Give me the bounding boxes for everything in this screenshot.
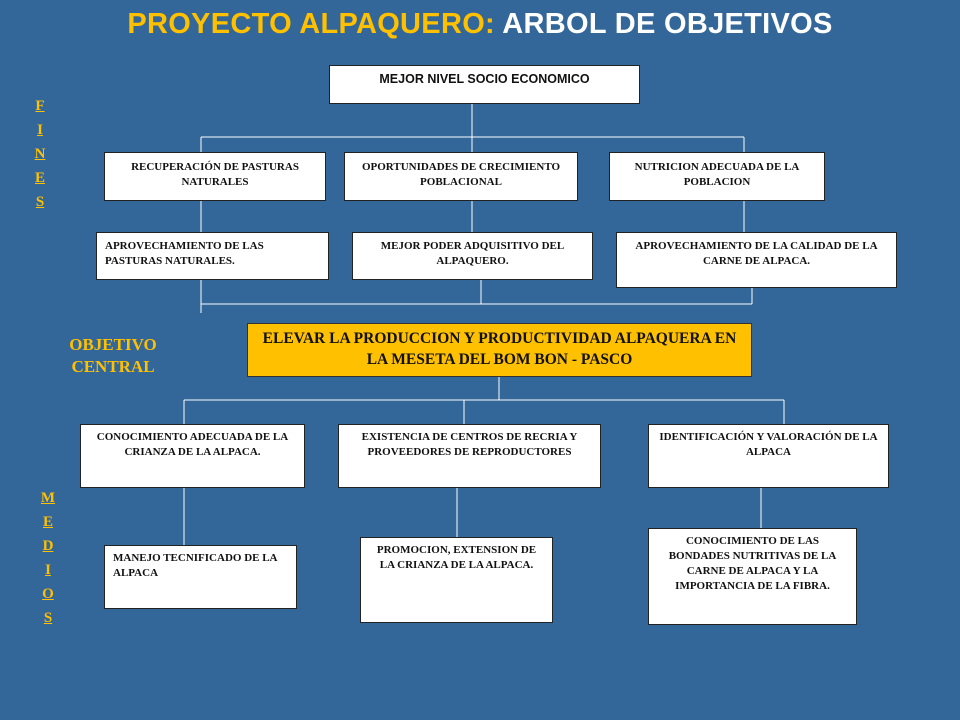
medios-label: M E D I O S <box>38 486 58 630</box>
medio-box: EXISTENCIA DE CENTROS DE RECRIA Y PROVEE… <box>338 424 601 488</box>
title-project: PROYECTO ALPAQUERO: <box>127 8 496 40</box>
medios-letter: E <box>42 514 53 530</box>
fin-box: APROVECHAMIENTO DE LAS PASTURAS NATURALE… <box>96 232 329 280</box>
fines-letter: S <box>35 194 45 210</box>
fin-box: APROVECHAMIENTO DE LA CALIDAD DE LA CARN… <box>616 232 897 288</box>
fines-letter: I <box>37 122 43 138</box>
medio-box: CONOCIMIENTO DE LAS BONDADES NUTRITIVAS … <box>648 528 857 625</box>
fin-box: MEJOR PODER ADQUISITIVO DEL ALPAQUERO. <box>352 232 593 280</box>
fin-box: OPORTUNIDADES DE CRECIMIENTO POBLACIONAL <box>344 152 578 201</box>
fin-top-box: MEJOR NIVEL SOCIO ECONOMICO <box>329 65 640 104</box>
fines-letter: N <box>34 146 46 162</box>
medio-box: PROMOCION, EXTENSION DE LA CRIANZA DE LA… <box>360 537 553 623</box>
medio-box: CONOCIMIENTO ADECUADA DE LA CRIANZA DE L… <box>80 424 305 488</box>
medios-letter: O <box>42 586 54 602</box>
title-subject: ARBOL DE OBJETIVOS <box>502 8 833 40</box>
medio-box: MANEJO TECNIFICADO DE LA ALPACA <box>104 545 297 609</box>
fin-box: NUTRICION ADECUADA DE LA POBLACION <box>609 152 825 201</box>
fines-letter: E <box>34 170 45 186</box>
medios-letter: S <box>43 610 53 626</box>
medios-letter: M <box>40 490 56 506</box>
fin-box: RECUPERACIÓN DE PASTURAS NATURALES <box>104 152 326 201</box>
fines-label: F I N E S <box>30 94 50 214</box>
fines-letter: F <box>35 98 45 114</box>
page-title: PROYECTO ALPAQUERO: ARBOL DE OBJETIVOS <box>0 8 960 41</box>
medios-letter: I <box>45 562 51 578</box>
medio-box: IDENTIFICACIÓN Y VALORACIÓN DE LA ALPACA <box>648 424 889 488</box>
medios-letter: D <box>42 538 54 554</box>
objetivo-central-box: ELEVAR LA PRODUCCION Y PRODUCTIVIDAD ALP… <box>247 323 752 377</box>
objetivo-central-label: OBJETIVO CENTRAL <box>69 335 157 376</box>
